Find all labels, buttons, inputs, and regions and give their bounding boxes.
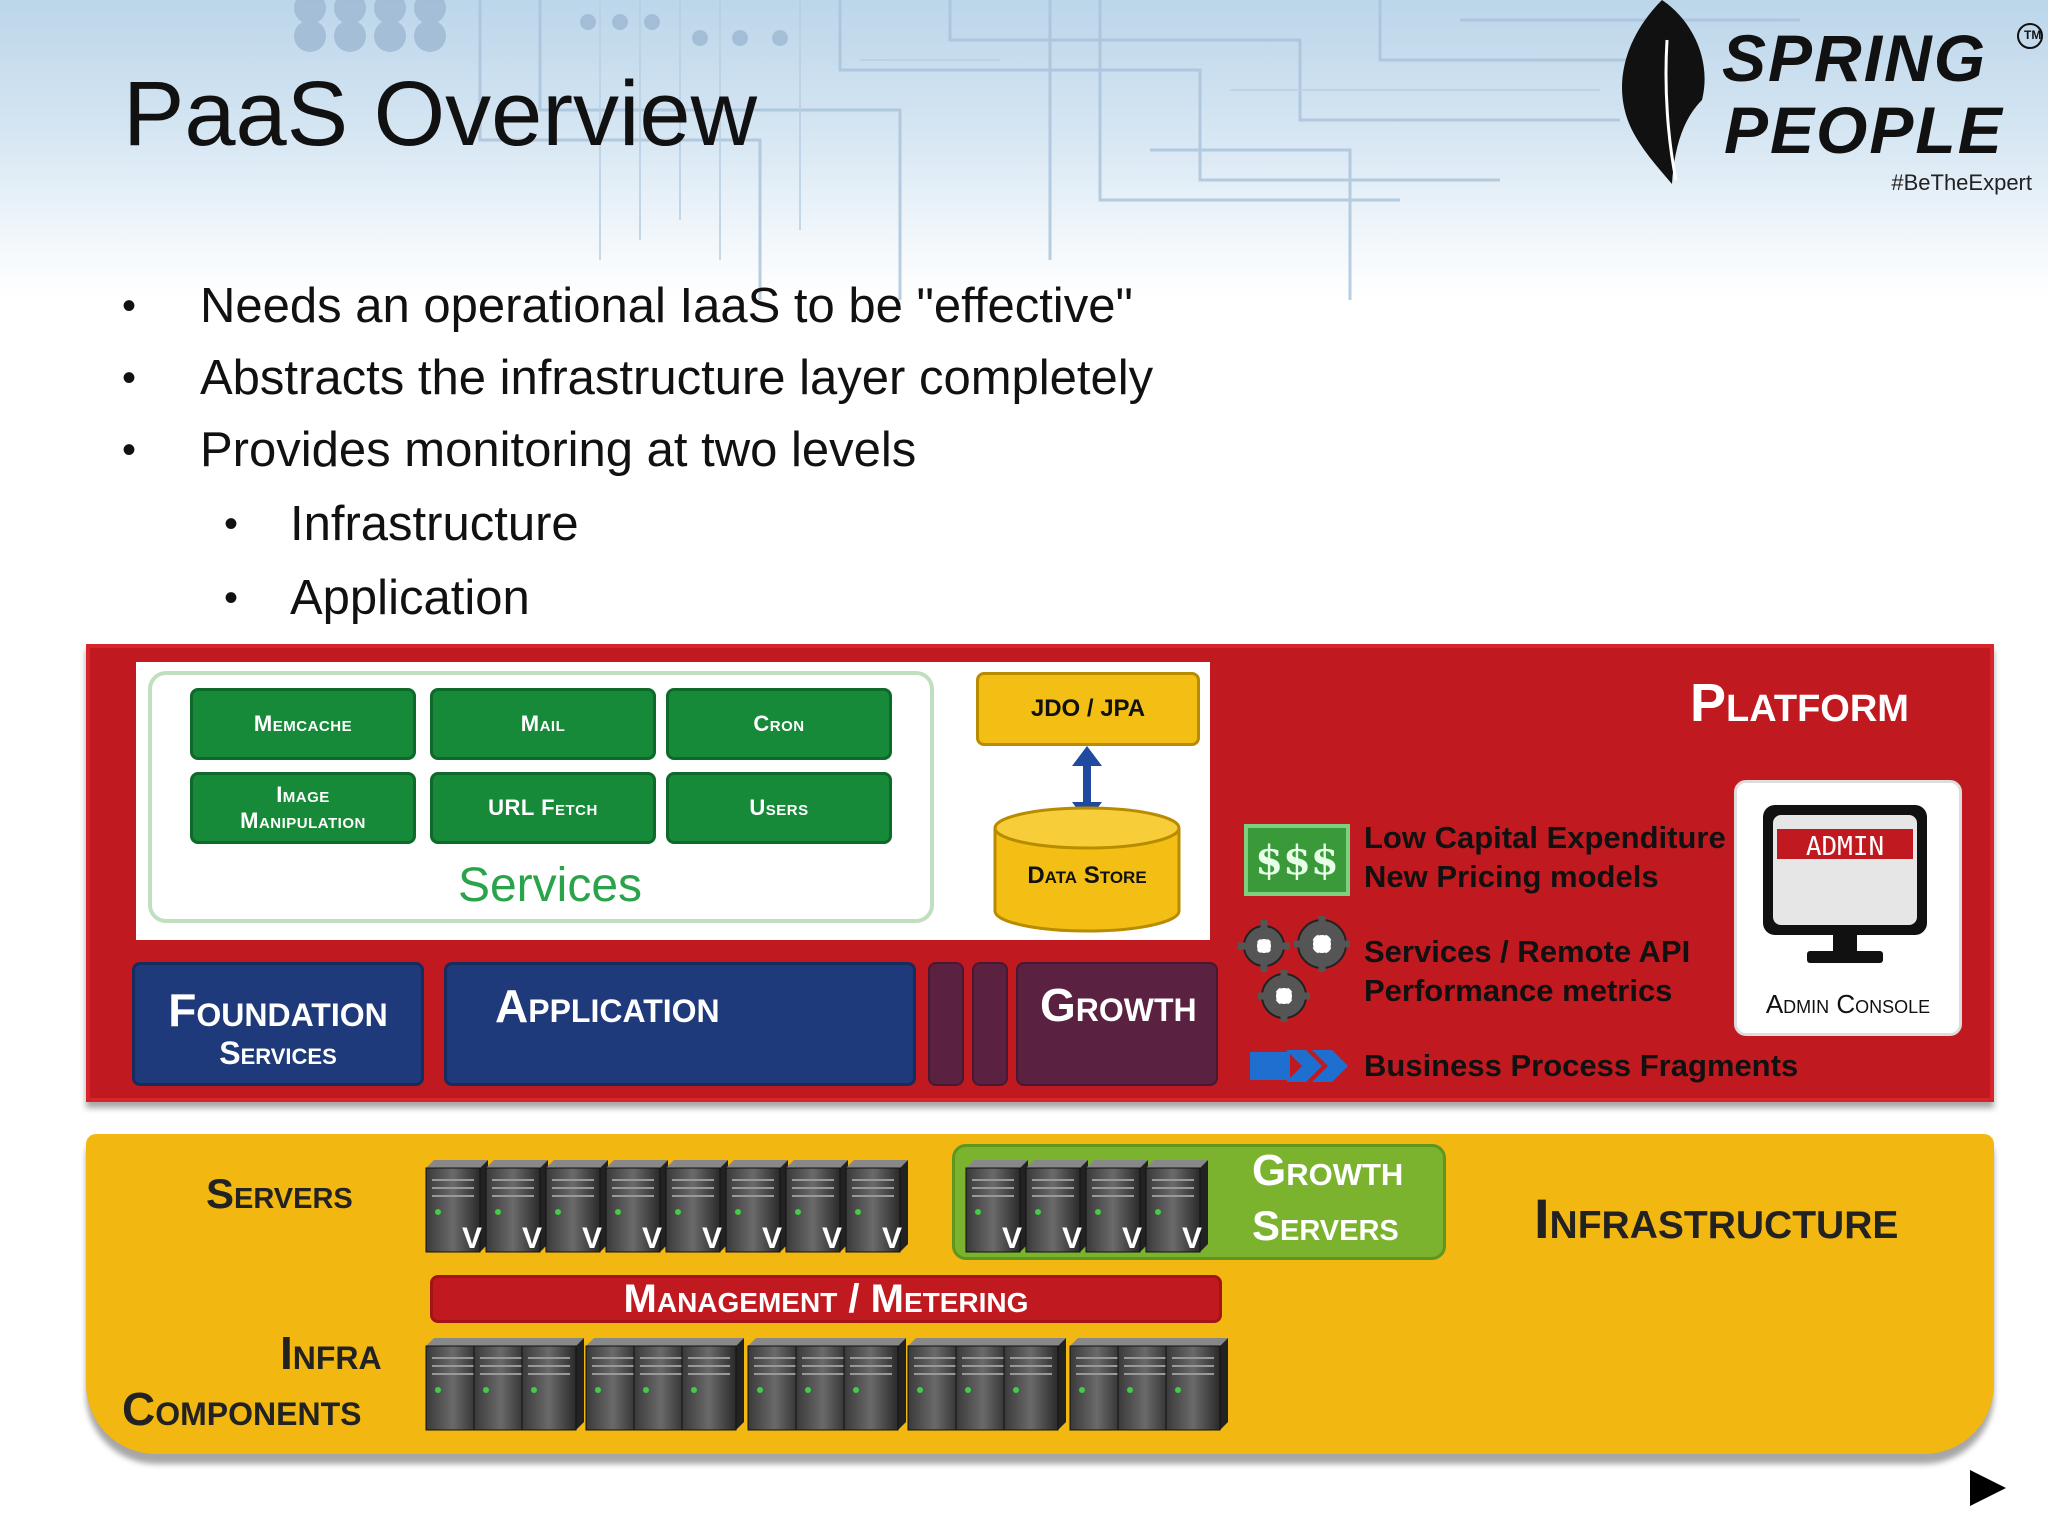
vm-marker: V — [882, 1222, 903, 1255]
service-mail: Mail — [430, 688, 656, 760]
pricing-text: New Pricing models — [1364, 859, 1659, 894]
logo-line-1: SPRING — [1722, 21, 1988, 95]
trademark: TM — [2024, 28, 2042, 42]
services-label: Services — [457, 859, 643, 912]
vm-marker: V — [822, 1222, 843, 1255]
vm-marker: V — [1062, 1222, 1083, 1255]
service-cron: Cron — [666, 688, 892, 760]
service-memcache: Memcache — [190, 688, 416, 760]
server-rack-icon — [425, 1159, 1229, 1431]
service-image-manipulation: Image Manipulation — [190, 772, 416, 844]
vm-marker: V — [642, 1222, 663, 1255]
vm-marker: V — [1122, 1222, 1143, 1255]
foundation-label: Foundation — [168, 984, 388, 1036]
slide-title: PaaS Overview — [123, 63, 758, 165]
application-layer: Application — [444, 962, 916, 1086]
logo-line-2: PEOPLE — [1724, 93, 2004, 167]
bullet-dot: • — [122, 284, 137, 328]
components-label: Components — [122, 1383, 362, 1435]
admin-console-label: Admin Console — [1765, 989, 1931, 1019]
service-users: Users — [666, 772, 892, 844]
sub-bullet-dot: • — [224, 502, 239, 546]
growth-label: Growth — [1040, 979, 1197, 1031]
service-url-fetch: URL Fetch — [430, 772, 656, 844]
circuit-decoration — [294, 0, 1800, 300]
foundation-services-layer: Foundation Services — [132, 962, 424, 1086]
business-process-text: Business Process Fragments — [1364, 1048, 1799, 1083]
logo-tagline: #BeTheExpert — [1891, 170, 2032, 195]
bullet-item: Abstracts the infrastructure layer compl… — [200, 351, 1154, 405]
monitor-icon — [1763, 805, 1927, 963]
sub-bullet-item: Infrastructure — [290, 497, 579, 551]
vm-marker: V — [462, 1222, 483, 1255]
spring-people-logo: SPRING PEOPLE TM #BeTheExpert — [1612, 0, 2048, 200]
leaf-logo-icon — [1622, 0, 2043, 184]
bullet-item: Needs an operational IaaS to be "effecti… — [200, 279, 1133, 333]
growth-servers-label-2: Servers — [1252, 1202, 1399, 1249]
header-background — [0, 0, 2048, 300]
data-store-cylinder — [993, 806, 1181, 933]
growth-servers-label-1: Growth — [1252, 1146, 1404, 1195]
bullet-item: Provides monitoring at two levels — [200, 423, 917, 477]
vm-marker: V — [762, 1222, 783, 1255]
bullet-dot: • — [122, 356, 137, 400]
growth-layer: Growth — [1016, 962, 1218, 1086]
performance-metrics-text: Performance metrics — [1364, 973, 1673, 1008]
vm-marker: V — [582, 1222, 603, 1255]
chevron-arrow-icon — [1250, 1050, 1348, 1082]
sub-bullet-dot: • — [224, 576, 239, 620]
services-remote-api-text: Services / Remote API — [1364, 934, 1691, 969]
infrastructure-title: Infrastructure — [1534, 1187, 1899, 1250]
capex-text: Low Capital Expenditure — [1364, 820, 1726, 855]
application-label: Application — [495, 980, 720, 1032]
jdo-jpa-box: JDO / JPA — [976, 672, 1200, 746]
servers-label: Servers — [206, 1170, 353, 1217]
admin-console-card: ADMIN Admin Console — [1734, 780, 1962, 1036]
infra-label: Infra — [280, 1327, 382, 1379]
management-metering-bar: Management / Metering — [430, 1275, 1222, 1323]
bullet-dot: • — [122, 428, 137, 472]
gear-icon — [1238, 916, 1350, 1022]
vm-marker: V — [522, 1222, 543, 1255]
platform-title: Platform — [1690, 673, 1909, 733]
foundation-services-label: Services — [219, 1035, 337, 1071]
sub-bullet-item: Application — [290, 571, 530, 625]
vm-marker: V — [1182, 1222, 1203, 1255]
vm-marker: V — [702, 1222, 723, 1255]
vm-marker: V — [1002, 1222, 1023, 1255]
play-next-icon[interactable] — [1966, 1466, 2010, 1510]
growth-slice-1 — [928, 962, 964, 1086]
admin-screen-text: ADMIN — [1805, 832, 1885, 862]
growth-slice-2 — [972, 962, 1008, 1086]
money-icon: $$$ — [1244, 824, 1350, 896]
data-store-label: Data Store — [1027, 862, 1147, 889]
